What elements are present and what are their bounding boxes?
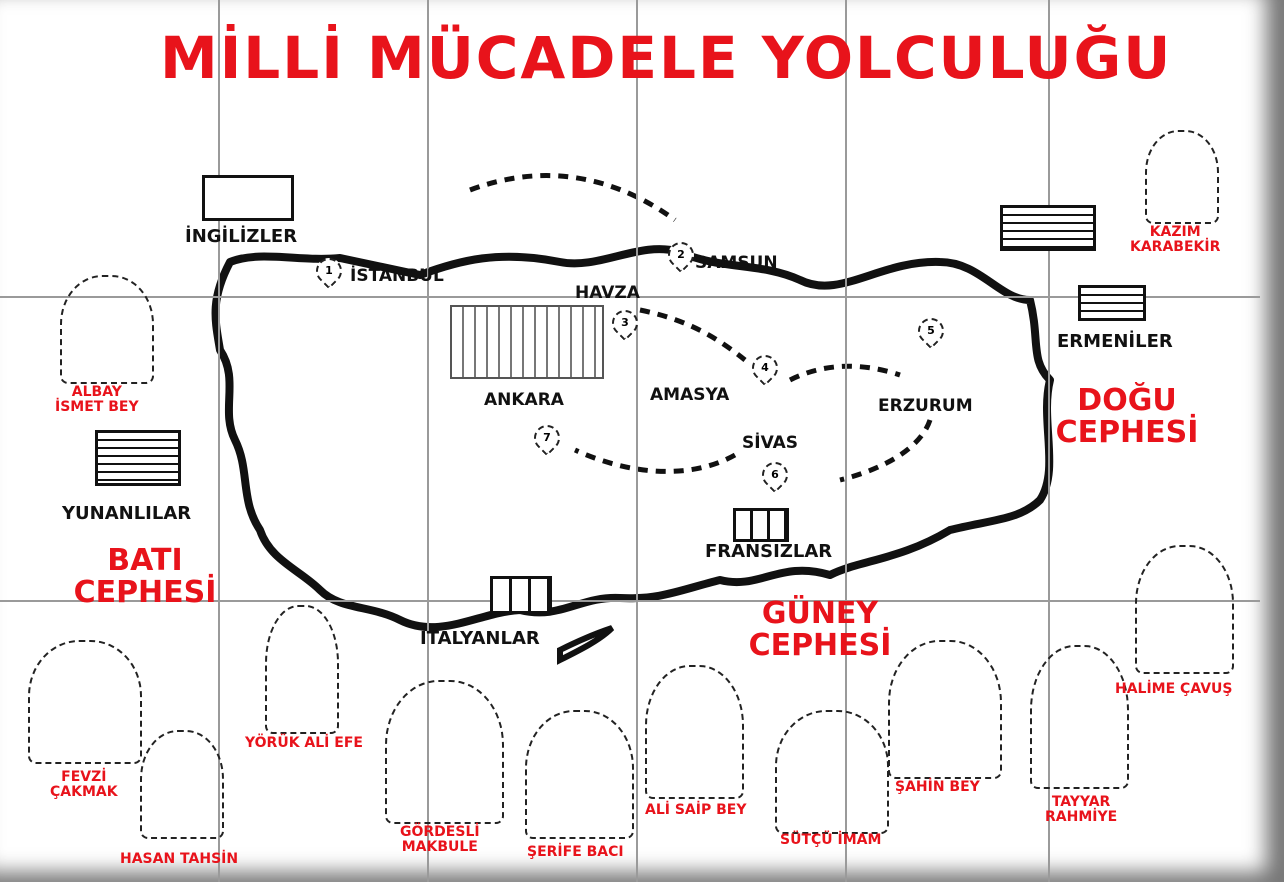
south-front-label: GÜNEY CEPHESİ (748, 596, 892, 663)
grid-line (0, 296, 1260, 298)
armenian-flag-icon (1078, 285, 1146, 321)
east-front-label: DOĞU CEPHESİ (1055, 383, 1199, 450)
city-amasya: AMASYA (650, 385, 730, 405)
label-sutcu: SÜTÇÜ İMAM (780, 832, 882, 848)
city-istanbul: İSTANBUL (350, 266, 444, 286)
portrait-sahin (888, 640, 1002, 779)
map-border (211, 245, 1054, 632)
city-sivas: SİVAS (742, 433, 798, 453)
grid-line (636, 0, 638, 882)
portrait-sutcu (775, 710, 889, 834)
city-havza: HAVZA (575, 283, 640, 303)
label-serife: ŞERİFE BACI (527, 844, 624, 860)
label-yoruk: YÖRÜK ALİ EFE (245, 735, 363, 751)
portrait-tayyar (1030, 645, 1129, 789)
cyprus-island (557, 625, 615, 665)
city-erzurum: ERZURUM (878, 396, 973, 416)
grid-line (0, 600, 1260, 602)
route-istanbul-samsun (469, 173, 677, 223)
label-halime: HALİME ÇAVUŞ (1115, 681, 1233, 697)
portrait-kazim (1145, 130, 1219, 224)
city-ankara: ANKARA (484, 390, 564, 410)
french-label: FRANSIZLAR (705, 541, 833, 562)
label-alisaip: ALİ SAİP BEY (645, 802, 747, 818)
grid-line (1048, 0, 1050, 882)
portrait-serife (525, 710, 634, 839)
portrait-alisaip (645, 665, 744, 799)
greek-flag-icon (95, 430, 181, 486)
portrait-makbule (385, 680, 504, 824)
italians-label: İTALYANLAR (420, 628, 540, 649)
west-front-label: BATI CEPHESİ (73, 543, 217, 610)
label-sahin: ŞAHİN BEY (895, 779, 980, 795)
portrait-ismet (60, 275, 154, 384)
portrait-fevzi (28, 640, 142, 764)
french-flag-icon (733, 508, 789, 542)
grid-line (845, 0, 847, 882)
parliament-building-icon (450, 305, 604, 379)
grid-line (218, 0, 220, 882)
british-label: İNGİLİZLER (185, 226, 298, 247)
route-havza-amasya (639, 307, 747, 362)
portrait-yoruk (265, 605, 339, 734)
greeks-label: YUNANLILAR (62, 503, 192, 524)
italian-flag-icon (490, 576, 552, 614)
poster-title: MİLLİ MÜCADELE YOLCULUĞU (160, 24, 1173, 92)
route-sivas-ankara (573, 447, 737, 474)
route-erzurum-sivas (839, 419, 933, 483)
armenians-label: ERMENİLER (1057, 331, 1173, 352)
grid-line (427, 0, 429, 882)
portrait-halime (1135, 545, 1234, 674)
label-hasan: HASAN TAHSİN (120, 851, 239, 867)
uk-flag-icon (202, 175, 294, 221)
route-amasya-erzurum (788, 363, 901, 383)
city-samsun: SAMSUN (695, 253, 778, 273)
turkish-flag-icon (1000, 205, 1096, 251)
portrait-hasan (140, 730, 224, 839)
